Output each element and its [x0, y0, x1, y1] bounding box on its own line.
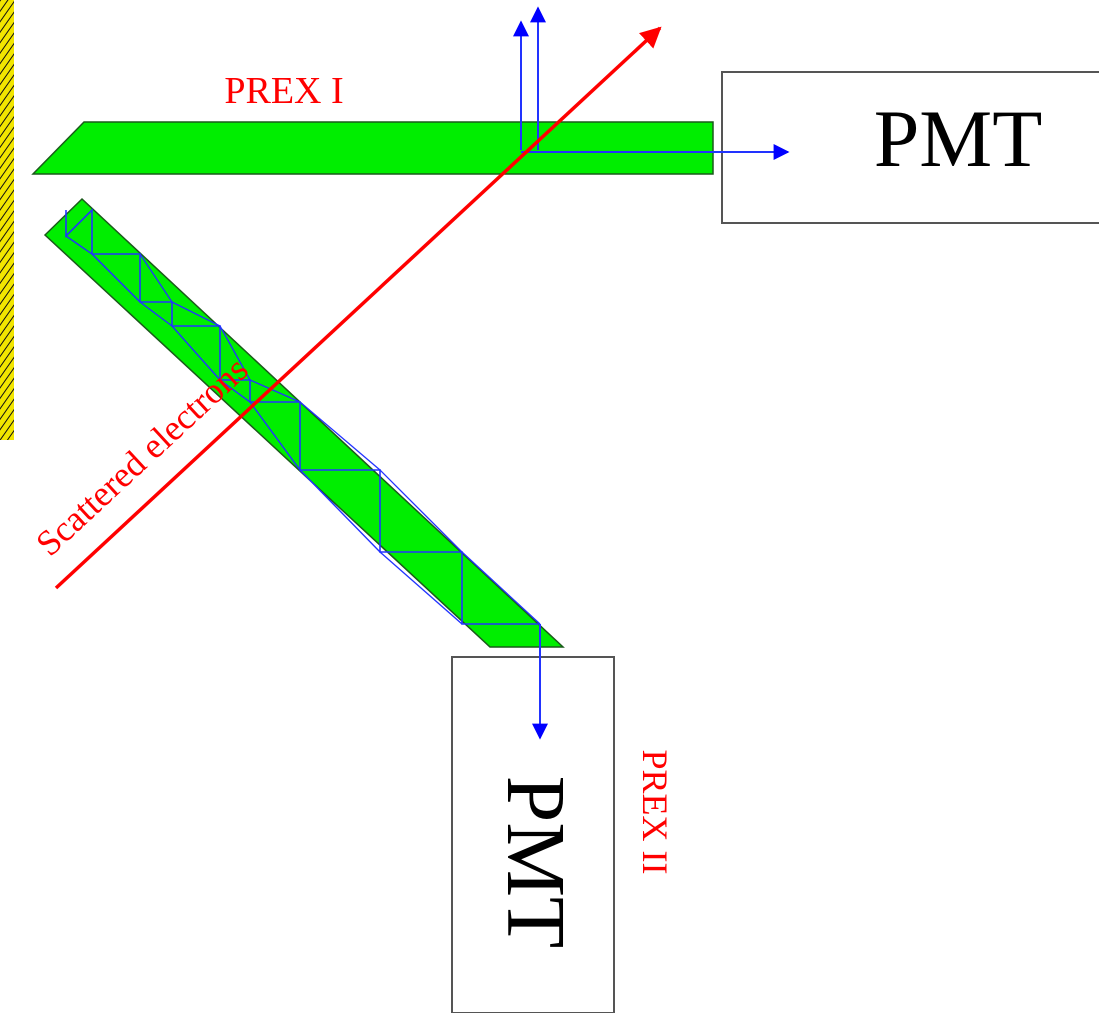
prex1-label: PREX I [224, 70, 343, 112]
prex2-label: PREX II [635, 750, 675, 875]
pmt-box-bottom [451, 656, 615, 1013]
prex2-photon-segment [379, 469, 463, 553]
prex2-photon-segment [91, 253, 141, 303]
prex2-photon-segment [249, 379, 301, 403]
pmt-bottom-label: PMT [489, 776, 582, 949]
scattered-electrons-label: Scattered electrons [28, 349, 255, 564]
prex2-photon-segment [299, 401, 381, 471]
pmt-top-label: PMT [874, 93, 1043, 184]
background-photo-strip [0, 0, 14, 440]
prex2-photon-segment [139, 253, 173, 303]
prex2-photon-segment [461, 551, 541, 625]
prex2-photon-segment [171, 301, 221, 327]
electron-track [54, 26, 662, 590]
prex2-quartz-bar [43, 197, 565, 648]
prex2-photon-segment [219, 325, 251, 381]
prex1-quartz-bar [31, 121, 714, 175]
